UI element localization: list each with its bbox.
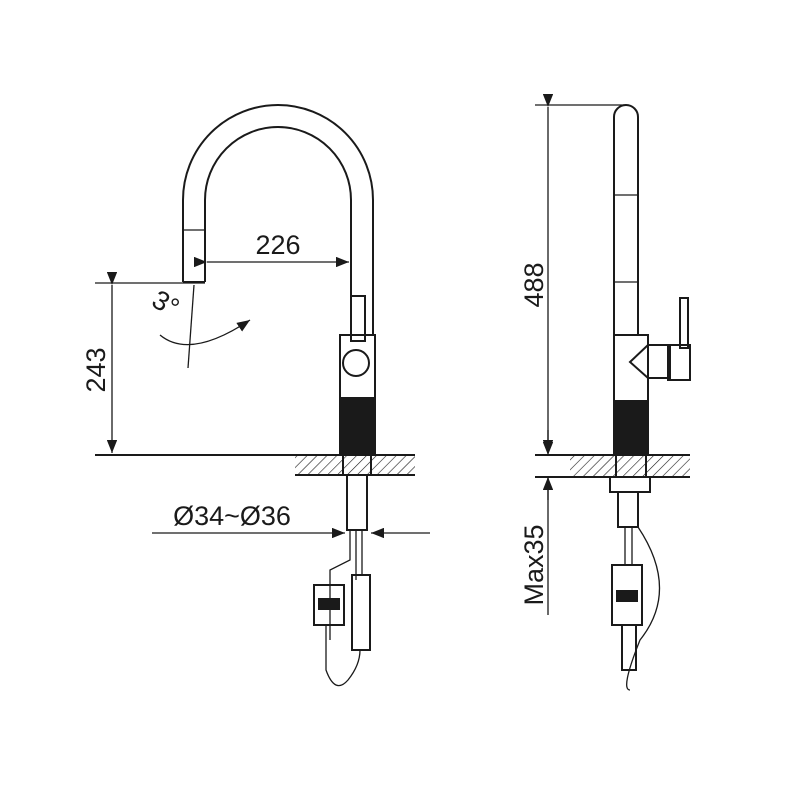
handle-hub-side [628, 344, 671, 379]
spout-reach-label: 226 [255, 230, 300, 260]
hose-loop [325, 625, 361, 687]
spout-height-label: 243 [81, 347, 111, 392]
valve-band [318, 598, 340, 610]
gooseneck-inner [204, 126, 352, 298]
body-band-side [614, 400, 648, 455]
gooseneck-outer [182, 104, 374, 335]
handle-lever-side [679, 297, 689, 349]
front-view: 243 226 3° Ø34~Ø36 [81, 104, 430, 687]
handle-lever [350, 295, 366, 342]
handle-cap [667, 344, 691, 381]
angle-line [187, 284, 195, 369]
flow-valve [313, 584, 345, 626]
connector-side [621, 624, 637, 671]
valve-band-side [616, 590, 638, 602]
body-band [340, 397, 375, 455]
connector [351, 574, 371, 651]
shank-side [617, 491, 639, 528]
countertop-hatch [295, 455, 415, 475]
side-view: 488 Max35 [519, 94, 691, 691]
max-thickness-label: Max35 [519, 524, 549, 605]
mount-nut [609, 476, 651, 493]
handle-hub [342, 349, 370, 377]
shank [346, 474, 368, 531]
total-height-label: 488 [519, 262, 549, 307]
countertop-hatch-side [570, 455, 690, 477]
spray-angle-label: 3° [147, 284, 184, 323]
hole-diameter-label: Ø34~Ø36 [173, 501, 291, 531]
angle-arc [159, 319, 251, 346]
spout-tube [613, 104, 639, 335]
hoses-side [624, 526, 661, 691]
